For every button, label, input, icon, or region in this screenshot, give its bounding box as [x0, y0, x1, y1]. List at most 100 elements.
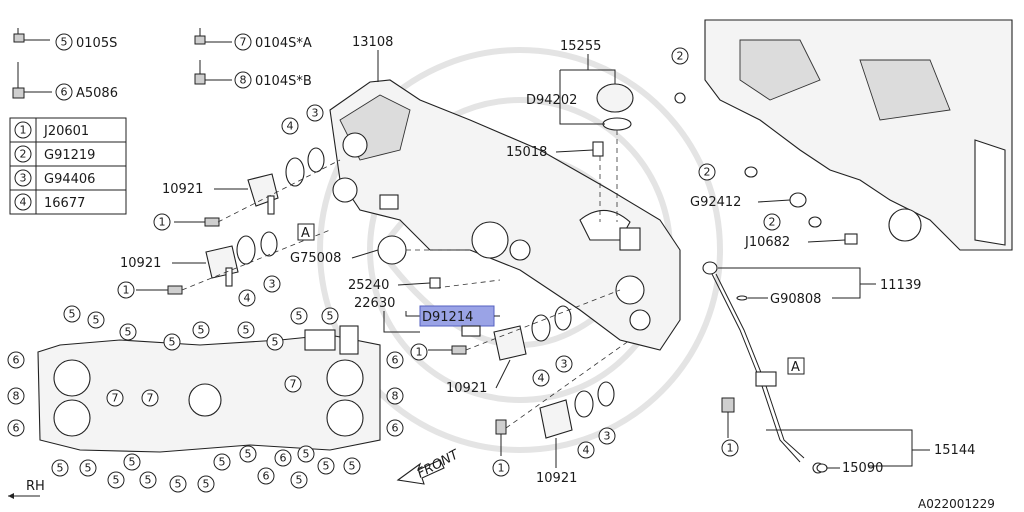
- svg-text:5: 5: [327, 310, 334, 323]
- svg-text:5: 5: [243, 324, 250, 337]
- label-15144: 15144: [934, 443, 975, 458]
- legend-7-code: 0104S*A: [255, 36, 312, 51]
- svg-text:5: 5: [349, 460, 356, 473]
- label-15255: 15255: [560, 39, 601, 54]
- bolt-6-icon: [12, 62, 52, 99]
- bolt-8-icon: [194, 60, 232, 85]
- ref-a-box-1: A: [301, 226, 310, 241]
- svg-text:5: 5: [69, 308, 76, 321]
- svg-text:6: 6: [263, 470, 270, 483]
- svg-text:1: 1: [498, 462, 505, 475]
- callout-circles: 5 5 5 5 5 5 5 5 5 6 8 6 7 7 7 6 8 6 5 5 …: [7, 47, 781, 493]
- oil-control-valves: [205, 173, 573, 439]
- front-label: FRONT: [415, 447, 462, 482]
- rh-label: RH: [26, 479, 45, 494]
- label-22630: 22630: [354, 296, 395, 311]
- svg-text:5: 5: [323, 460, 330, 473]
- svg-text:6: 6: [392, 354, 399, 367]
- ref-3-num: 3: [20, 172, 27, 185]
- svg-text:4: 4: [244, 292, 251, 305]
- svg-text:6: 6: [280, 452, 287, 465]
- svg-text:3: 3: [604, 430, 611, 443]
- oil-pan: [37, 325, 381, 453]
- svg-text:2: 2: [769, 216, 776, 229]
- svg-text:5: 5: [57, 462, 64, 475]
- rh-direction: RH: [8, 479, 45, 499]
- svg-text:5: 5: [296, 310, 303, 323]
- ref-2-code: G91219: [44, 148, 95, 163]
- svg-text:1: 1: [123, 284, 130, 297]
- label-15018: 15018: [506, 145, 547, 160]
- part-labels: 13108 15255 D94202 15018 10921 10921 109…: [120, 35, 975, 486]
- bolt-legend: 5 0105S 6 A5086 7 0104S*A 8 0104S*B: [12, 28, 312, 101]
- svg-text:5: 5: [219, 456, 226, 469]
- seal-rings: [236, 92, 828, 473]
- label-10921-d: 10921: [536, 471, 577, 486]
- legend-5-code: 0105S: [76, 36, 117, 51]
- reference-table: 1 J20601 2 G91219 3 G94406 4 16677: [9, 117, 127, 215]
- engine-block: [704, 19, 1013, 251]
- svg-text:2: 2: [677, 50, 684, 63]
- svg-text:5: 5: [303, 448, 310, 461]
- svg-text:4: 4: [583, 444, 590, 457]
- front-direction: FRONT: [396, 447, 462, 485]
- svg-text:5: 5: [296, 474, 303, 487]
- svg-text:3: 3: [561, 358, 568, 371]
- label-10921-a: 10921: [162, 182, 203, 197]
- svg-text:5: 5: [85, 462, 92, 475]
- svg-text:5: 5: [175, 478, 182, 491]
- label-G92412: G92412: [690, 195, 741, 210]
- assembly-dashed-lines: [181, 130, 631, 429]
- label-13108: 13108: [352, 35, 393, 50]
- ref-4-code: 16677: [44, 196, 85, 211]
- label-D91214[interactable]: D91214: [422, 310, 473, 325]
- chain-cover-body: [329, 79, 681, 351]
- legend-7-num: 7: [240, 36, 247, 49]
- label-10921-b: 10921: [120, 256, 161, 271]
- filler-cap-and-sensors: [429, 83, 858, 289]
- svg-text:4: 4: [287, 120, 294, 133]
- ref-4-num: 4: [20, 196, 27, 209]
- label-G90808: G90808: [770, 292, 821, 307]
- bolt-7-icon: [194, 28, 232, 45]
- svg-text:5: 5: [169, 336, 176, 349]
- svg-text:8: 8: [13, 390, 20, 403]
- callout-1-bolts: [136, 217, 735, 456]
- svg-text:7: 7: [147, 392, 154, 405]
- svg-text:4: 4: [538, 372, 545, 385]
- svg-text:3: 3: [312, 107, 319, 120]
- label-15090: 15090: [842, 461, 883, 476]
- svg-text:5: 5: [245, 448, 252, 461]
- svg-text:5: 5: [93, 314, 100, 327]
- svg-text:5: 5: [203, 478, 210, 491]
- svg-text:8: 8: [392, 390, 399, 403]
- svg-text:2: 2: [704, 166, 711, 179]
- ref-3-code: G94406: [44, 172, 95, 187]
- label-J10682: J10682: [744, 235, 790, 250]
- label-10921-c: 10921: [446, 381, 487, 396]
- svg-text:6: 6: [13, 422, 20, 435]
- svg-text:1: 1: [416, 346, 423, 359]
- svg-text:5: 5: [272, 336, 279, 349]
- label-G75008: G75008: [290, 251, 341, 266]
- ref-2-num: 2: [20, 148, 27, 161]
- svg-text:1: 1: [727, 442, 734, 455]
- legend-5-num: 5: [61, 36, 68, 49]
- svg-text:7: 7: [290, 378, 297, 391]
- svg-text:5: 5: [125, 326, 132, 339]
- bolt-5-icon: [13, 28, 50, 43]
- svg-text:5: 5: [113, 474, 120, 487]
- label-25240: 25240: [348, 278, 389, 293]
- label-D94202: D94202: [526, 93, 577, 108]
- svg-text:5: 5: [129, 456, 136, 469]
- legend-8-code: 0104S*B: [255, 74, 312, 89]
- svg-text:1: 1: [159, 216, 166, 229]
- legend-6-code: A5086: [76, 86, 118, 101]
- svg-text:3: 3: [269, 278, 276, 291]
- svg-text:6: 6: [13, 354, 20, 367]
- svg-text:7: 7: [112, 392, 119, 405]
- ref-1-code: J20601: [43, 124, 89, 139]
- svg-text:6: 6: [392, 422, 399, 435]
- legend-8-num: 8: [240, 74, 247, 87]
